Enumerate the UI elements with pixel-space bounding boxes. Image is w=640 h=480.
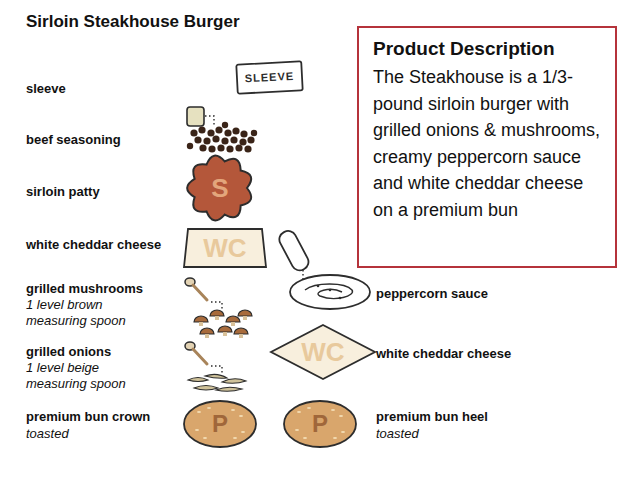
part-label: premium bun heel <box>376 409 576 425</box>
bun-crown: P <box>183 400 257 448</box>
patty-shape-fill <box>187 156 251 221</box>
sesame-seed <box>231 409 235 411</box>
shape-letter: P <box>212 412 228 436</box>
description-heading: Product Description <box>373 38 601 60</box>
sesame-seed <box>295 429 299 431</box>
bun-heel-fill <box>284 401 356 447</box>
sesame-seed <box>303 437 307 439</box>
cheese-diamond: WC <box>270 324 376 380</box>
sesame-seed <box>207 407 211 409</box>
part-label: beef seasoning <box>26 132 176 148</box>
part-label: premium bun crown <box>26 409 176 425</box>
bun-heel: P <box>283 400 357 448</box>
description-body: The Steakhouse is a 1/3-pound sirloin bu… <box>373 64 601 223</box>
shape-letter: S <box>211 175 228 201</box>
sesame-seed <box>195 429 199 431</box>
diagram-title: Sirloin Steakhouse Burger <box>26 12 240 32</box>
sleeve-card: SLEEVE <box>235 60 304 94</box>
part-label: white cheddar cheese <box>376 346 576 362</box>
sesame-seed <box>339 415 343 417</box>
part-label: sleeve <box>26 81 176 97</box>
sesame-seed <box>203 437 207 439</box>
portion-note: 1 level beige measuring spoon <box>26 360 144 392</box>
cheese-slice-fill <box>184 229 266 267</box>
shape-letter: WC <box>203 235 246 261</box>
part-label: peppercorn sauce <box>376 286 576 302</box>
cheese-slice: WC <box>183 227 267 269</box>
part-label: grilled onions <box>26 344 176 360</box>
portion-note: 1 level brown measuring spoon <box>26 297 144 329</box>
shape-letter: P <box>312 412 328 436</box>
sesame-seed <box>197 411 201 413</box>
description-box: Product DescriptionThe Steakhouse is a 1… <box>357 26 617 268</box>
sesame-seed <box>307 407 311 409</box>
sesame-seed <box>333 437 337 439</box>
sesame-seeds <box>195 407 245 439</box>
cheese-diamond-fill <box>271 325 375 379</box>
bun-crown-fill <box>184 401 256 447</box>
part-label: white cheddar cheese <box>26 237 176 253</box>
sesame-seed <box>241 431 245 433</box>
sesame-seed <box>239 415 243 417</box>
part-label: grilled mushrooms <box>26 281 176 297</box>
sleeve-card-fill <box>236 61 302 93</box>
sesame-seed <box>297 411 301 413</box>
prep-note: toasted <box>376 426 576 442</box>
sesame-seed <box>233 437 237 439</box>
part-label: sirloin patty <box>26 184 176 200</box>
sesame-seed <box>331 409 335 411</box>
prep-note: toasted <box>26 426 176 442</box>
patty-shape: S <box>187 156 253 220</box>
sesame-seed <box>341 431 345 433</box>
shape-letter: WC <box>301 339 344 365</box>
sesame-seeds <box>295 407 345 439</box>
